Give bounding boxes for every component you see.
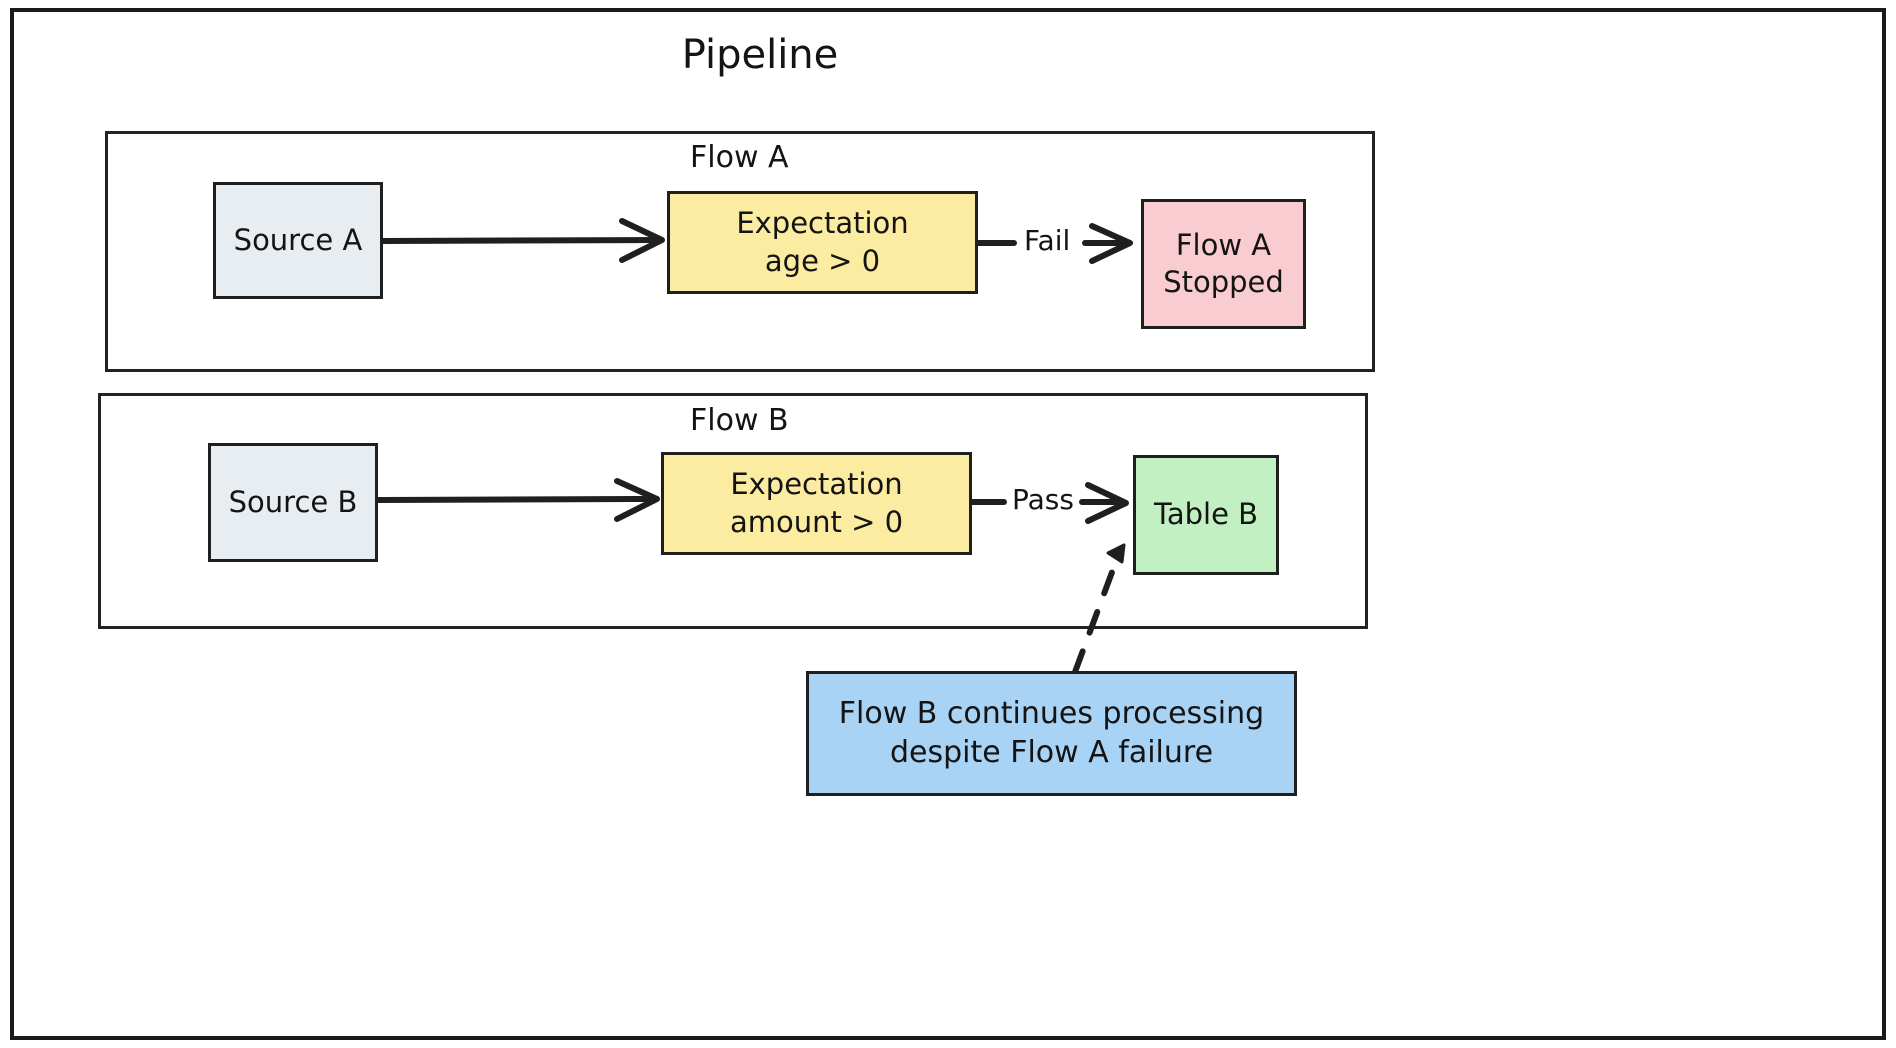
group-flow-b-label: Flow B [690,403,789,438]
group-flow-a-label: Flow A [690,140,789,175]
page-title: Pipeline [681,32,839,78]
pipeline-frame [10,8,1886,1040]
node-flow-a-stopped-label: Flow A Stopped [1163,227,1284,299]
node-note[interactable]: Flow B continues processing despite Flow… [806,671,1297,796]
edge-label-pass: Pass [1008,483,1078,516]
node-expectation-a-label: Expectation age > 0 [736,206,909,278]
node-expectation-b[interactable]: Expectation amount > 0 [661,452,972,555]
group-flow-b [98,393,1368,629]
group-flow-a [105,131,1375,372]
node-source-a-label: Source A [233,222,363,257]
node-table-b-label: Table B [1153,497,1259,532]
node-table-b[interactable]: Table B [1133,455,1279,575]
node-expectation-a[interactable]: Expectation age > 0 [667,191,978,294]
node-flow-a-stopped[interactable]: Flow A Stopped [1141,199,1306,329]
node-expectation-b-label: Expectation amount > 0 [729,467,904,539]
node-source-b[interactable]: Source B [208,443,378,562]
node-note-label: Flow B continues processing despite Flow… [838,696,1265,770]
edge-label-fail: Fail [1020,224,1075,257]
node-source-a[interactable]: Source A [213,182,383,299]
node-source-b-label: Source B [228,484,358,519]
